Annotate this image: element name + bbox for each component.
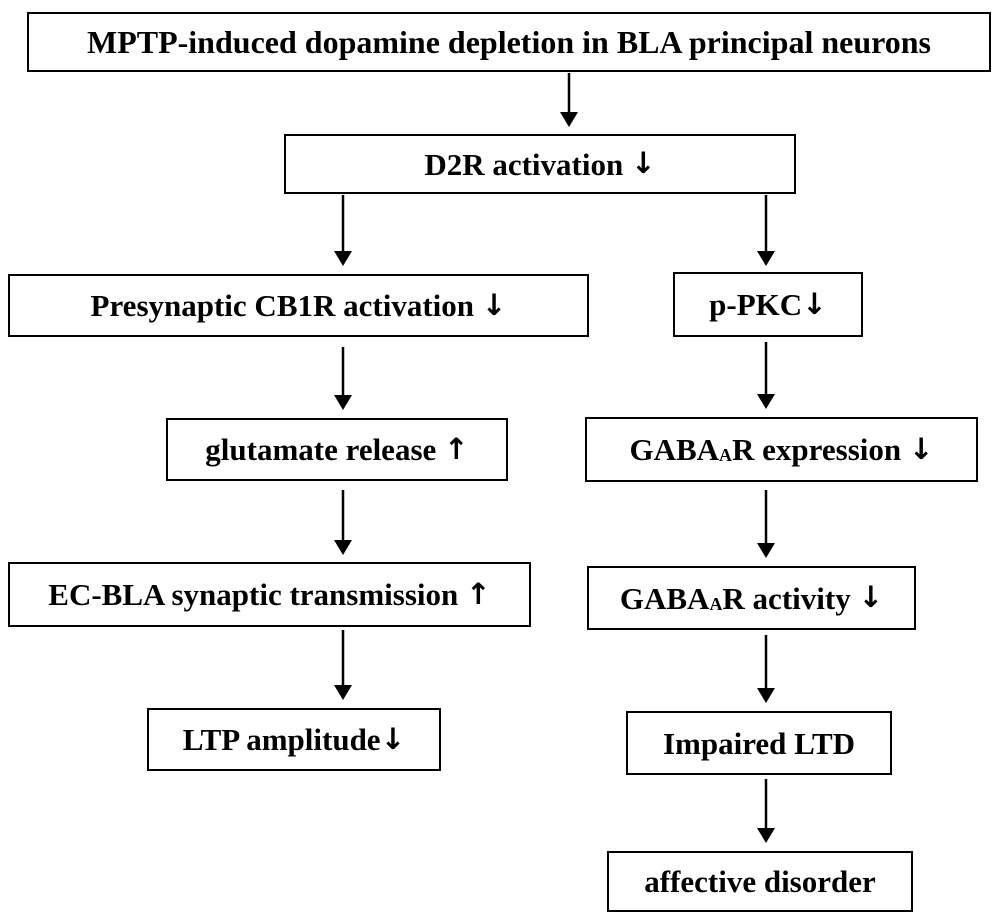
down-arrow-icon: ↓ xyxy=(380,721,406,756)
node-label: Presynaptic CB1R activation xyxy=(90,288,475,323)
edge-d2r-to-pkc xyxy=(757,195,775,266)
edge-pkc-to-gabaa-expression xyxy=(757,342,775,409)
edge-gabaa-expression-to-activity xyxy=(757,490,775,558)
node-d2r-activation: D2R activation ↓ xyxy=(284,134,796,194)
node-impaired-ltd: Impaired LTD xyxy=(626,711,892,775)
up-arrow-icon: ↑ xyxy=(466,576,491,611)
node-mptp-dopamine-depletion: MPTP-induced dopamine depletion in BLA p… xyxy=(27,12,991,72)
node-label: glutamate release xyxy=(205,432,437,467)
edge-glutamate-to-ecbla xyxy=(334,490,352,555)
edge-ltd-to-affective xyxy=(757,779,775,843)
node-label-suffix: R activity xyxy=(722,580,851,616)
node-glutamate-release: glutamate release ↑ xyxy=(166,418,508,481)
node-label: MPTP-induced dopamine depletion in BLA p… xyxy=(86,24,931,60)
down-arrow-icon: ↓ xyxy=(630,146,656,181)
down-arrow-icon: ↓ xyxy=(802,286,827,321)
edge-gabaa-activity-to-ltd xyxy=(757,635,775,703)
node-label: p-PKC xyxy=(709,287,803,322)
node-label-subscript: A xyxy=(719,445,733,466)
node-ltp-amplitude: LTP amplitude↓ xyxy=(147,708,441,771)
node-label: EC-BLA synaptic transmission xyxy=(48,577,459,612)
node-p-pkc: p-PKC↓ xyxy=(673,272,863,337)
node-label: affective disorder xyxy=(644,864,876,899)
down-arrow-icon: ↓ xyxy=(858,580,884,615)
down-arrow-icon: ↓ xyxy=(481,287,507,322)
node-label-suffix: R expression xyxy=(732,432,902,467)
edge-cb1r-to-glutamate xyxy=(334,347,352,410)
edge-ecbla-to-ltp xyxy=(334,630,352,700)
node-ec-bla-synaptic-transmission: EC-BLA synaptic transmission ↑ xyxy=(8,562,531,627)
down-arrow-icon: ↓ xyxy=(908,431,934,466)
edge-d2r-to-cb1r xyxy=(334,195,352,266)
edge-root-to-d2r xyxy=(560,73,578,127)
node-affective-disorder: affective disorder xyxy=(607,851,913,912)
up-arrow-icon: ↑ xyxy=(444,431,469,466)
node-label: LTP amplitude xyxy=(182,722,381,757)
node-label: Impaired LTD xyxy=(662,725,856,761)
node-label: D2R activation xyxy=(424,146,624,182)
node-label-prefix: GABA xyxy=(629,432,720,467)
node-presynaptic-cb1r-activation: Presynaptic CB1R activation ↓ xyxy=(8,274,589,337)
node-label-prefix: GABA xyxy=(619,580,710,616)
node-label-subscript: A xyxy=(709,593,723,614)
